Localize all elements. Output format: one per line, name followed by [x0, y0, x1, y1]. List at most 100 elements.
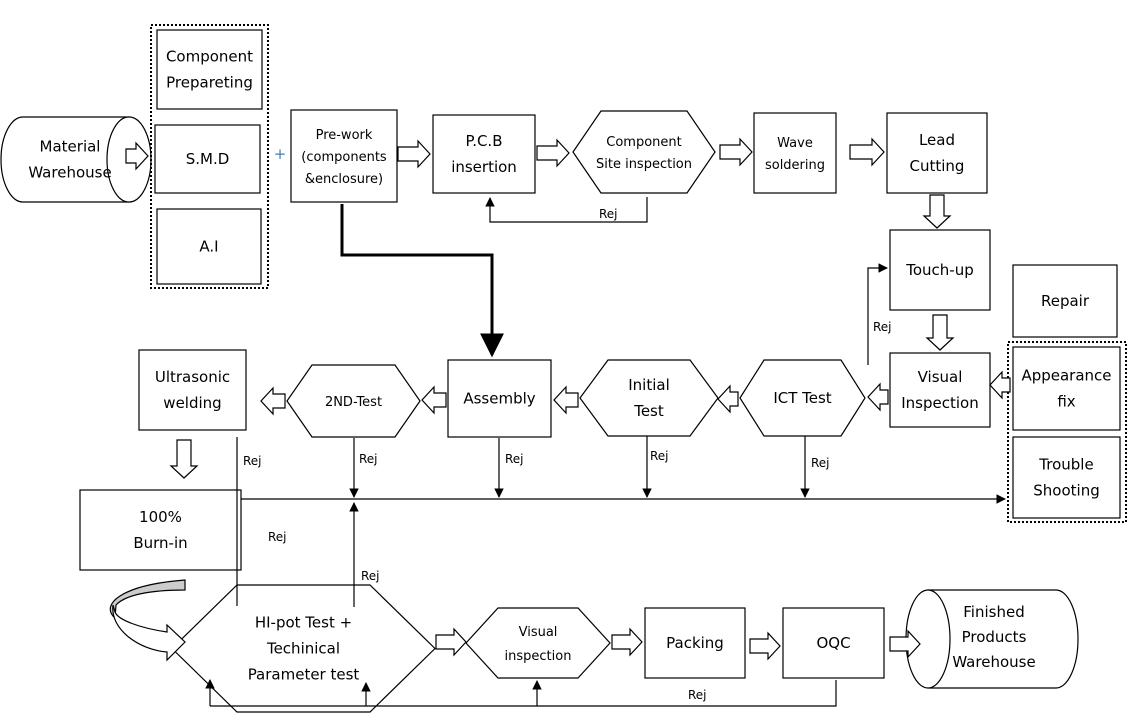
finished-warehouse-label-line: Products: [962, 628, 1027, 646]
assembly-box: [447, 359, 552, 438]
second-test-hexagon-label: 2ND-Test: [325, 395, 382, 410]
visual-inspection-2-hexagon-label-line: Visual: [519, 625, 558, 640]
second-test-hexagon: [286, 364, 421, 438]
arrow-prework-to-pcb: [397, 139, 431, 169]
prework-box-label-line: Pre-work: [316, 128, 373, 143]
component-preparing-box-label-line: Prepareting: [166, 74, 253, 92]
repair-box-label-line: Repair: [1041, 292, 1090, 310]
reject-label: Rej: [650, 449, 669, 463]
ai-box: [156, 208, 262, 285]
line-visual-to-touchup: [867, 263, 888, 365]
arrow-hipot-to-visual: [435, 627, 467, 657]
packing-box-label-line: Packing: [666, 634, 724, 652]
wave-soldering-box-label-line: Wave: [777, 136, 813, 151]
plus-sign: +: [274, 145, 287, 163]
visual-inspection-box-label-line: Visual: [918, 368, 963, 386]
oqc-box-label: OQC: [816, 634, 850, 652]
reject-label: Rej: [359, 452, 378, 466]
smd-box: [154, 124, 261, 194]
reject-label: Rej: [688, 688, 707, 702]
prework-box-label-line: &enclosure): [305, 172, 383, 187]
touch-up-box-label: Touch-up: [905, 261, 974, 279]
trouble-shooting-box-label-line: Trouble: [1038, 456, 1093, 474]
hipot-test-hexagon-label-line: Parameter test: [248, 666, 360, 684]
wave-soldering-box: [753, 112, 837, 194]
material-warehouse: [0, 116, 129, 203]
initial-test-hexagon: [579, 359, 719, 437]
smd-box-label: S.M.D: [186, 150, 230, 168]
repair-box-label: Repair: [1041, 292, 1090, 310]
smd-box-label-line: S.M.D: [186, 150, 230, 168]
arrow-visual-to-packing: [611, 627, 643, 657]
arrow-wave-to-lead: [849, 137, 885, 167]
visual-inspection-2-hexagon: [465, 607, 611, 679]
pcb-insertion-box: [432, 114, 536, 194]
reject-label: Rej: [505, 452, 524, 466]
reject-label: Rej: [599, 207, 618, 221]
initial-test-hexagon-label-line: Test: [633, 402, 664, 420]
packing-box-label: Packing: [666, 634, 724, 652]
component-group-dotted: [150, 24, 269, 289]
arrow-warehouse-to-smd: [125, 141, 149, 171]
appearance-fix-box-label-line: fix: [1057, 393, 1075, 411]
component-site-inspection-hexagon-label-line: Component: [606, 135, 681, 150]
burn-in-box-label: 100% Burn-in: [133, 508, 187, 552]
finished-warehouse-label-line: Finished: [963, 603, 1024, 621]
prework-box-label: Pre-work (components&enclosure): [301, 128, 387, 187]
burn-in-box-label-line: 100%: [139, 508, 182, 526]
burn-in-box: [79, 489, 242, 571]
oqc-box: [782, 607, 885, 679]
arrow-initial-to-assembly: [553, 385, 579, 415]
ultrasonic-welding-box-label-line: welding: [163, 394, 221, 412]
lead-cutting-box: [886, 112, 988, 194]
line-prework-to-assembly: [340, 204, 504, 358]
assembly-box-label-line: Assembly: [463, 390, 535, 408]
packing-box: [644, 607, 746, 679]
second-test-hexagon-label-line: 2ND-Test: [325, 395, 382, 410]
reject-line-site-to-pcb: [485, 197, 648, 223]
arrow-site-to-wave: [719, 137, 753, 167]
reject-label: Rej: [243, 454, 262, 468]
curved-return-arrow-icon: [112, 604, 186, 662]
curved-arrow-top: [109, 579, 186, 620]
ict-test-hexagon-label: ICT Test: [773, 389, 831, 407]
appearance-fix-box: [1012, 346, 1121, 431]
arrow-oqc-to-warehouse: [889, 629, 921, 659]
lead-cutting-box-label-line: Cutting: [910, 157, 965, 175]
repair-box: [1012, 264, 1118, 338]
visual-inspection-2-hexagon-label: Visual inspection: [505, 625, 572, 664]
ai-box-label: A.I: [199, 238, 218, 256]
component-preparing-box-label-line: Component: [166, 48, 253, 66]
arrow-ultrasonic-to-burnin: [169, 439, 199, 479]
burn-in-box-label-line: Burn-in: [133, 534, 187, 552]
ultrasonic-welding-box: [138, 349, 247, 431]
arrow-appearance-to-visual: [989, 370, 1011, 400]
initial-test-hexagon-label-line: Initial: [628, 376, 670, 394]
appearance-fix-box-label-line: Appearance: [1021, 367, 1111, 385]
arrow-packing-to-oqc: [749, 631, 781, 661]
bottom-reject-line: [210, 680, 837, 707]
visual-inspection-2-hexagon-label-line: inspection: [505, 649, 572, 664]
visual-inspection-box: [889, 352, 991, 428]
reject-label: Rej: [268, 530, 287, 544]
prework-box-label-line: (components: [301, 150, 387, 165]
trouble-shooting-box-label-line: Shooting: [1033, 482, 1099, 500]
trouble-shooting-box: [1012, 436, 1121, 519]
visual-inspection-box-label-line: Inspection: [901, 394, 978, 412]
hipot-test-hexagon-label-line: HI-pot Test +: [255, 614, 352, 632]
assembly-box-label: Assembly: [463, 390, 535, 408]
reject-label: Rej: [873, 320, 892, 334]
lead-cutting-box-label-line: Lead: [919, 131, 955, 149]
